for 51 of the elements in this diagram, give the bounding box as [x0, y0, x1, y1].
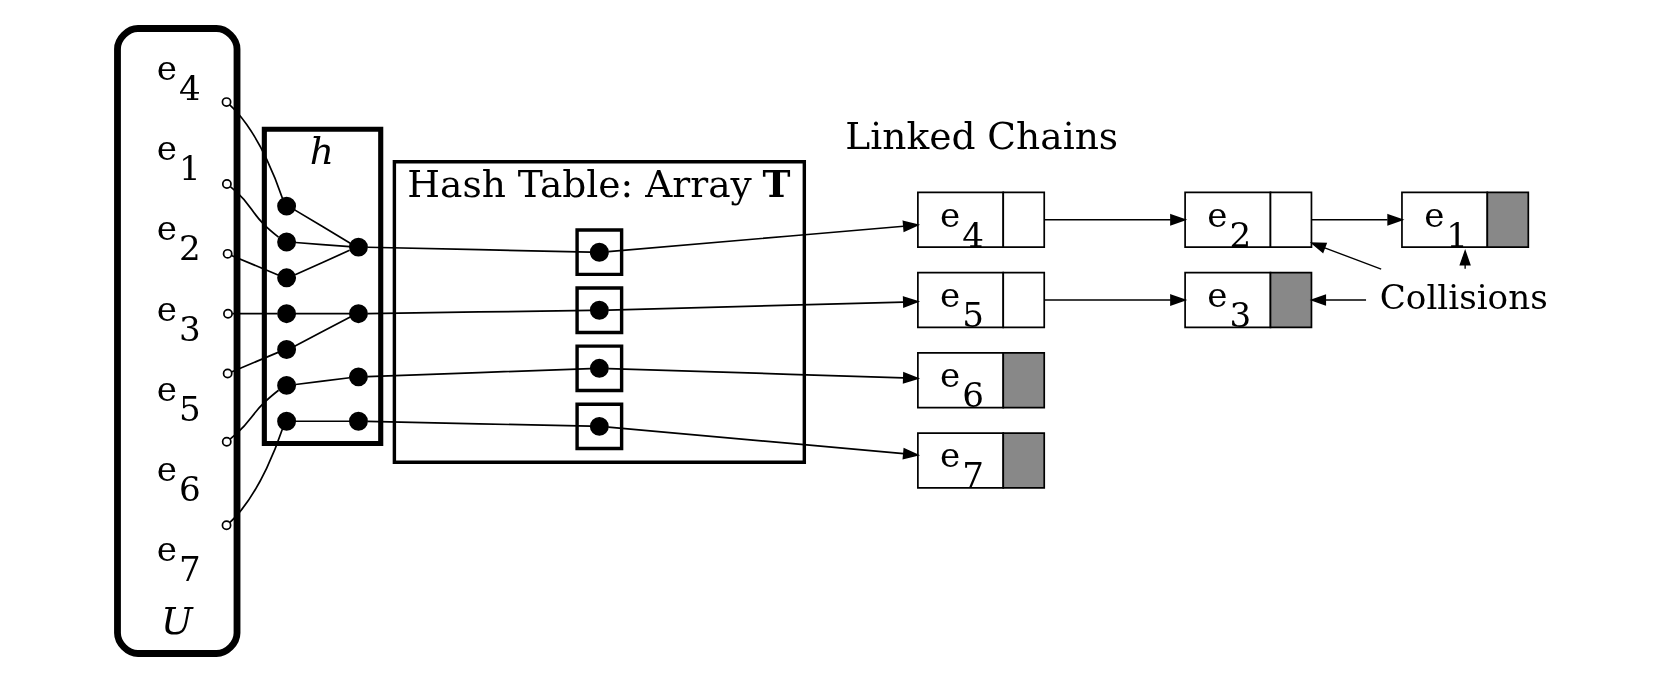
arrow: [607, 296, 921, 311]
node-circle: [589, 358, 609, 378]
cluster: [575, 286, 624, 335]
connector: [221, 97, 284, 200]
arrow: [607, 426, 921, 460]
node-circle: [277, 375, 297, 395]
arrow: [1043, 213, 1188, 226]
node-circle: [277, 304, 297, 324]
connector: [293, 316, 352, 348]
node-circle: [589, 242, 609, 262]
node-circle: [277, 196, 297, 216]
connector: [366, 246, 592, 253]
connector: [366, 367, 592, 378]
connector: [294, 376, 351, 386]
connector: [294, 241, 351, 248]
arrow: [1459, 249, 1471, 270]
arrow: [1043, 294, 1188, 306]
node-circle: [589, 300, 609, 320]
connector: [222, 248, 279, 276]
connector: [223, 308, 279, 319]
node-circle: [349, 237, 368, 257]
node-circle: [277, 340, 297, 359]
node-circle: [277, 232, 297, 252]
connector: [221, 389, 280, 447]
connector: [294, 420, 351, 423]
cluster: [575, 402, 624, 451]
connector: [366, 420, 592, 428]
arrow: [607, 220, 921, 253]
node-circle: [589, 416, 609, 436]
node-circle: [349, 304, 368, 324]
connector: [293, 209, 352, 245]
connector: [366, 309, 592, 315]
connector: [221, 427, 284, 531]
arrow: [1310, 213, 1405, 226]
node-circle: [349, 411, 368, 431]
cluster: [575, 228, 624, 277]
arrow: [1309, 242, 1382, 270]
connector: [294, 312, 351, 315]
connector: [294, 249, 351, 276]
connector: [221, 179, 280, 238]
connector: [222, 351, 279, 379]
node-circle: [349, 367, 368, 387]
arrow: [1309, 294, 1367, 306]
node-text: Collisions: [1379, 276, 1548, 317]
cluster: h: [261, 126, 384, 446]
label: Linked Chains: [845, 114, 1119, 159]
node-circle: [277, 411, 297, 431]
arrow: [607, 367, 921, 384]
node-circle: [277, 268, 297, 288]
cluster: Hash Table: Array T: [392, 160, 807, 464]
cluster: [575, 344, 624, 393]
